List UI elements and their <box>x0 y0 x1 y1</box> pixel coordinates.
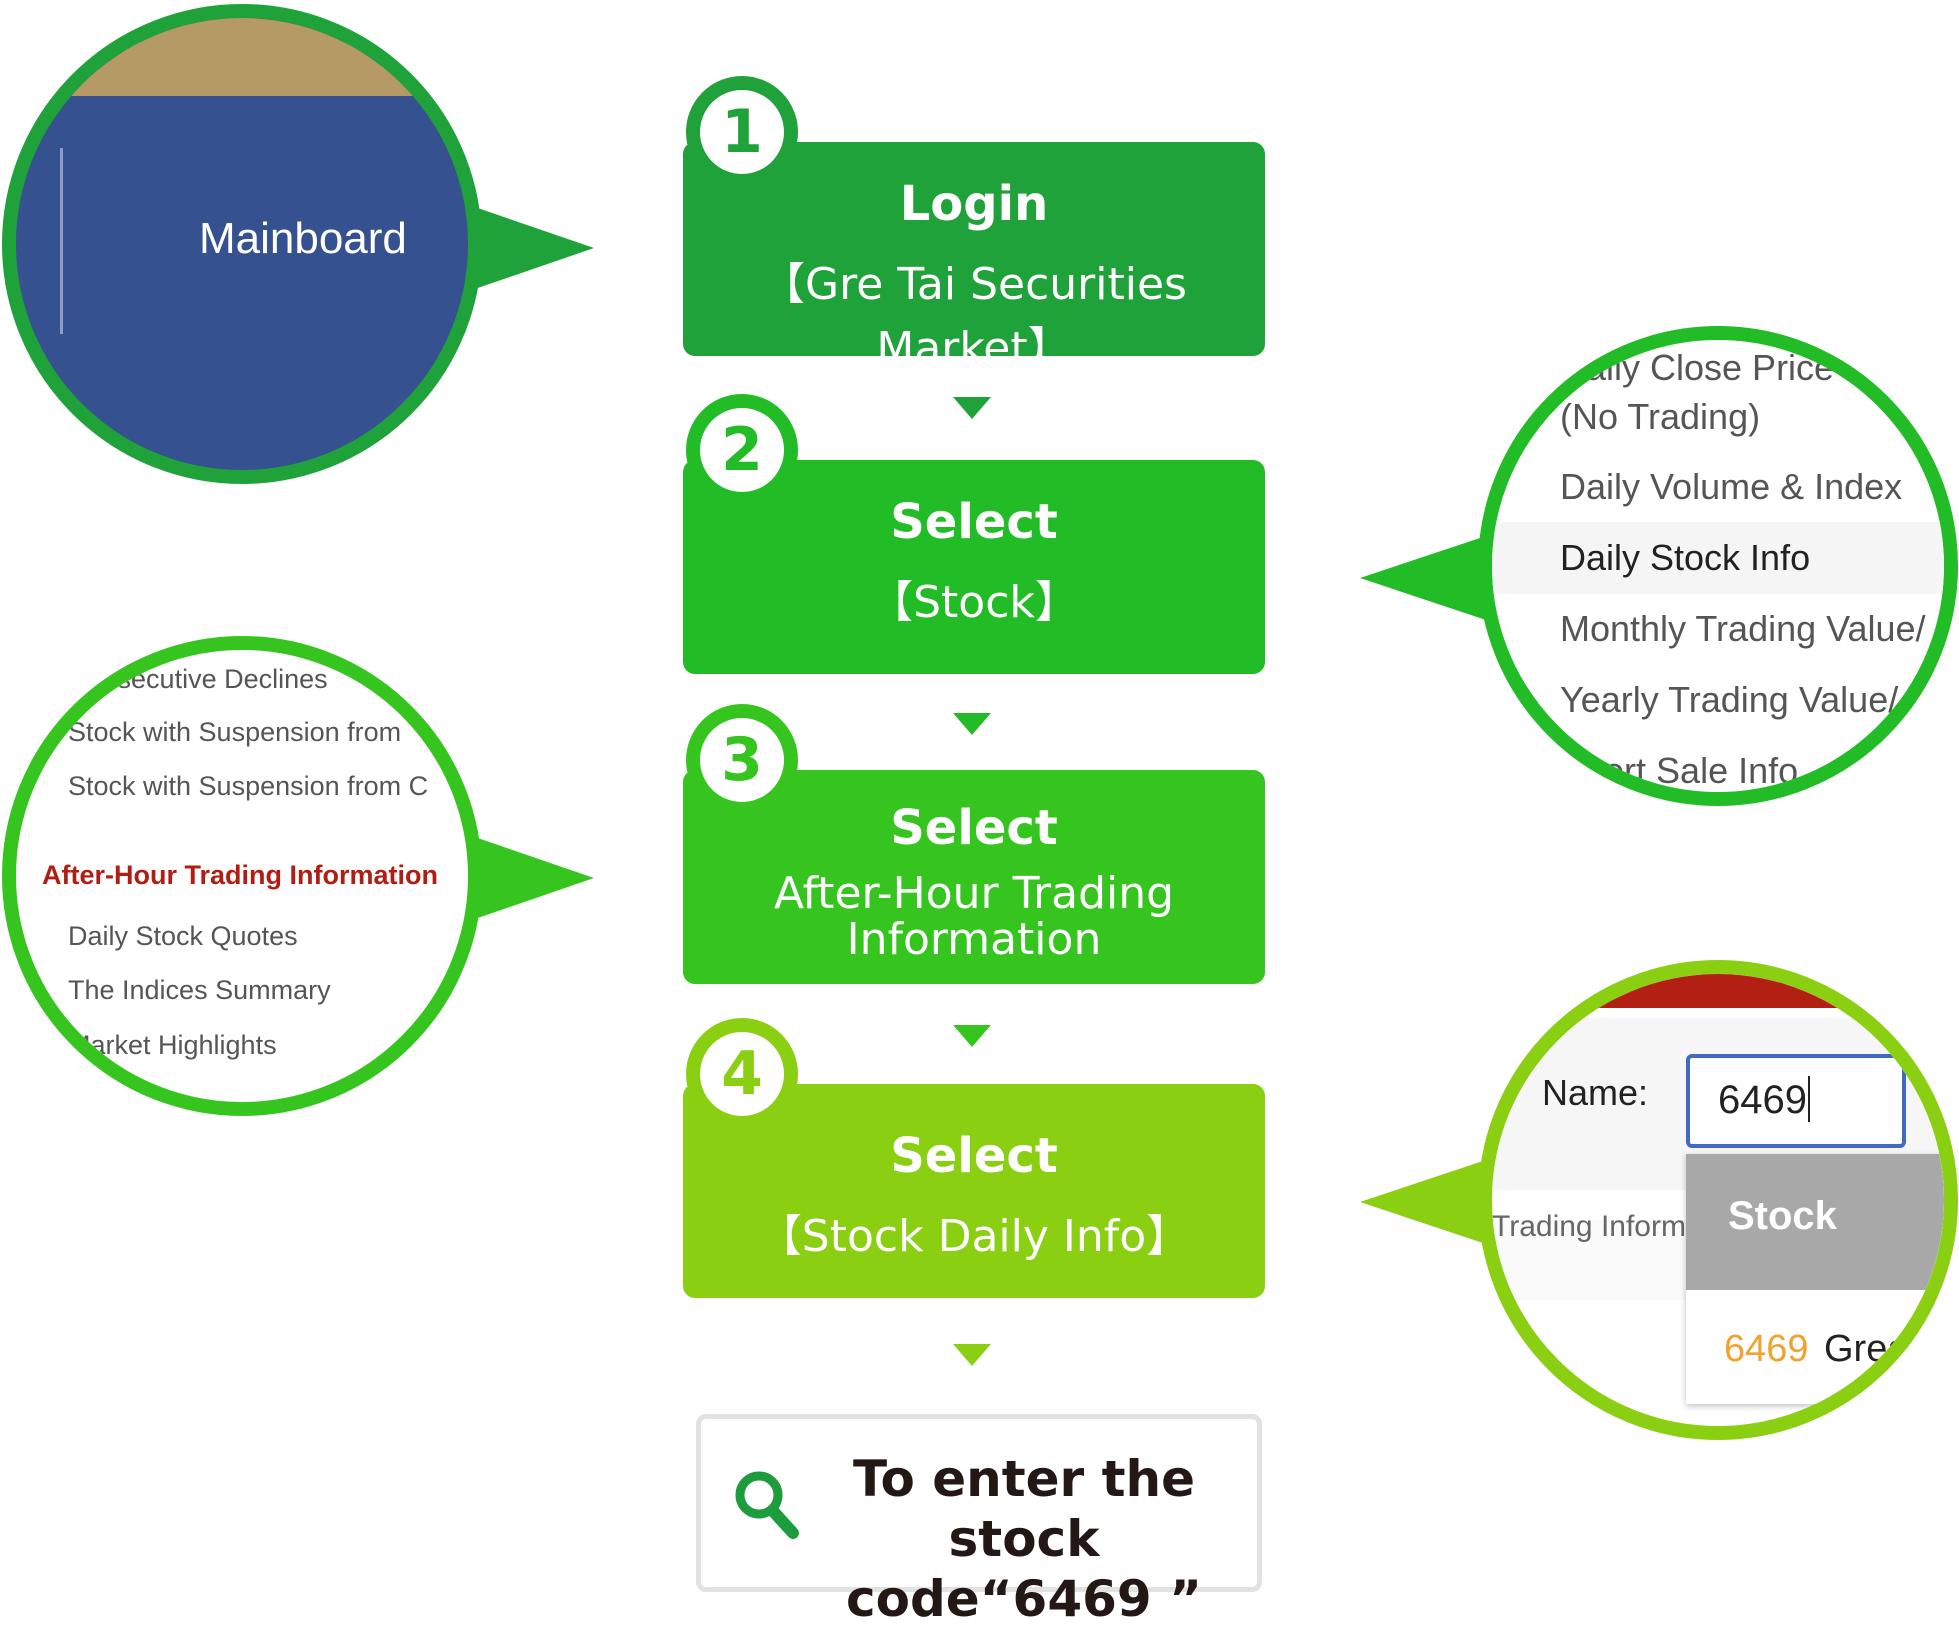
menu-item[interactable]: Monthly Trading Value/ <box>1560 608 1926 649</box>
down-arrow-icon <box>953 397 991 419</box>
step-3-box[interactable]: Select After-Hour Trading Information <box>683 770 1265 984</box>
menu-item[interactable]: Consecutive Declines <box>68 664 328 694</box>
step-4-subtitle: 【Stock Daily Info】 <box>757 1211 1191 1262</box>
step-2-box[interactable]: Select 【Stock】 <box>683 460 1265 674</box>
autocomplete-dropdown: Stock 6469 Great <box>1686 1154 1944 1404</box>
step-2-number-badge: 2 <box>686 394 798 506</box>
step-1-subtitle: 【Gre Tai Securities Market】 <box>761 259 1187 374</box>
stock-name-input-value: 6469 <box>1718 1078 1807 1122</box>
dropdown-header-label: Stock <box>1728 1194 1837 1238</box>
header-bar <box>16 18 468 96</box>
mainboard-menu-item[interactable]: Mainboard <box>199 214 407 263</box>
zoom-2-pointer <box>1360 534 1492 622</box>
zoom-1-pointer <box>466 204 594 292</box>
menu-item[interactable]: Yearly Trading Value/ <box>1560 679 1899 720</box>
step-4-box[interactable]: Select 【Stock Daily Info】 <box>683 1084 1265 1298</box>
step-2-title: Select <box>890 494 1058 550</box>
name-label: Name: <box>1542 1072 1649 1113</box>
menu-item[interactable]: Daily Close Price <box>1560 347 1835 388</box>
side-menu-text: Trading Informat <box>1492 1210 1711 1243</box>
final-instruction-box: To enter the stock code“6469 ” <box>696 1414 1262 1628</box>
step-3-subtitle-line1: After-Hour Trading <box>773 868 1175 919</box>
menu-item-daily-stock-quotes[interactable]: Daily Stock Quotes <box>68 921 298 951</box>
text-cursor <box>1808 1076 1810 1122</box>
final-line-2: code“6469 ” <box>846 1570 1202 1628</box>
step-3-subtitle-line2: Information <box>846 914 1102 965</box>
step-4-title: Select <box>890 1128 1058 1184</box>
zoom-4-pointer <box>1360 1158 1492 1246</box>
down-arrow-icon <box>953 1344 991 1366</box>
zoom-3-after-hour-circle: Consecutive Declines Stock with Suspensi… <box>2 636 482 1116</box>
menu-item[interactable]: Glossary <box>68 1084 175 1114</box>
result-code: 6469 <box>1724 1328 1809 1370</box>
step-3-title: Select <box>890 800 1058 856</box>
selected-row-highlight <box>1492 522 1944 594</box>
stock-name-input[interactable]: 6469 <box>1686 1054 1906 1148</box>
dropdown-result-item[interactable]: 6469 Great <box>1686 1290 1944 1404</box>
result-name: Great <box>1824 1328 1920 1370</box>
header-bar <box>1492 974 1944 1008</box>
search-icon <box>735 1471 799 1539</box>
menu-item[interactable]: Market Highlights <box>68 1030 277 1060</box>
step-3-number-badge: 3 <box>686 704 798 816</box>
divider <box>60 148 63 334</box>
final-line-1: To enter the stock <box>852 1450 1196 1568</box>
menu-item[interactable]: Daily Volume & Index <box>1560 466 1903 507</box>
final-instruction-text: To enter the stock code“6469 ” <box>801 1449 1247 1629</box>
menu-item[interactable]: Stock with Suspension from C <box>68 771 429 801</box>
zoom-1-mainboard-circle: Mainboard <box>2 4 482 484</box>
menu-item[interactable]: Short Sale Info <box>1560 750 1799 791</box>
step-4-number-badge: 4 <box>686 1018 798 1130</box>
step-1-number-badge: 1 <box>686 76 798 188</box>
menu-item[interactable]: (No Trading) <box>1560 396 1761 437</box>
menu-item-daily-stock-info[interactable]: Daily Stock Info <box>1560 537 1811 578</box>
zoom-4-search-circle: Name: 6469 Trading Informat Stock 6469 G… <box>1478 960 1958 1440</box>
menu-item[interactable]: The Indices Summary <box>68 975 331 1005</box>
down-arrow-icon <box>953 713 991 735</box>
menu-item[interactable]: Stock with Suspension from <box>68 717 402 747</box>
down-arrow-icon <box>953 1025 991 1047</box>
menu-heading-after-hour-trading[interactable]: After-Hour Trading Information <box>42 860 438 890</box>
step-2-subtitle: 【Stock】 <box>869 577 1079 628</box>
step-1-box[interactable]: Login 【Gre Tai Securities Market】 <box>683 142 1265 374</box>
step-1-title: Login <box>899 176 1049 232</box>
dropdown-header: Stock <box>1686 1154 1944 1290</box>
zoom-2-stock-menu-circle: Daily Close Price (No Trading) Daily Vol… <box>1478 326 1958 806</box>
zoom-3-pointer <box>466 834 594 922</box>
